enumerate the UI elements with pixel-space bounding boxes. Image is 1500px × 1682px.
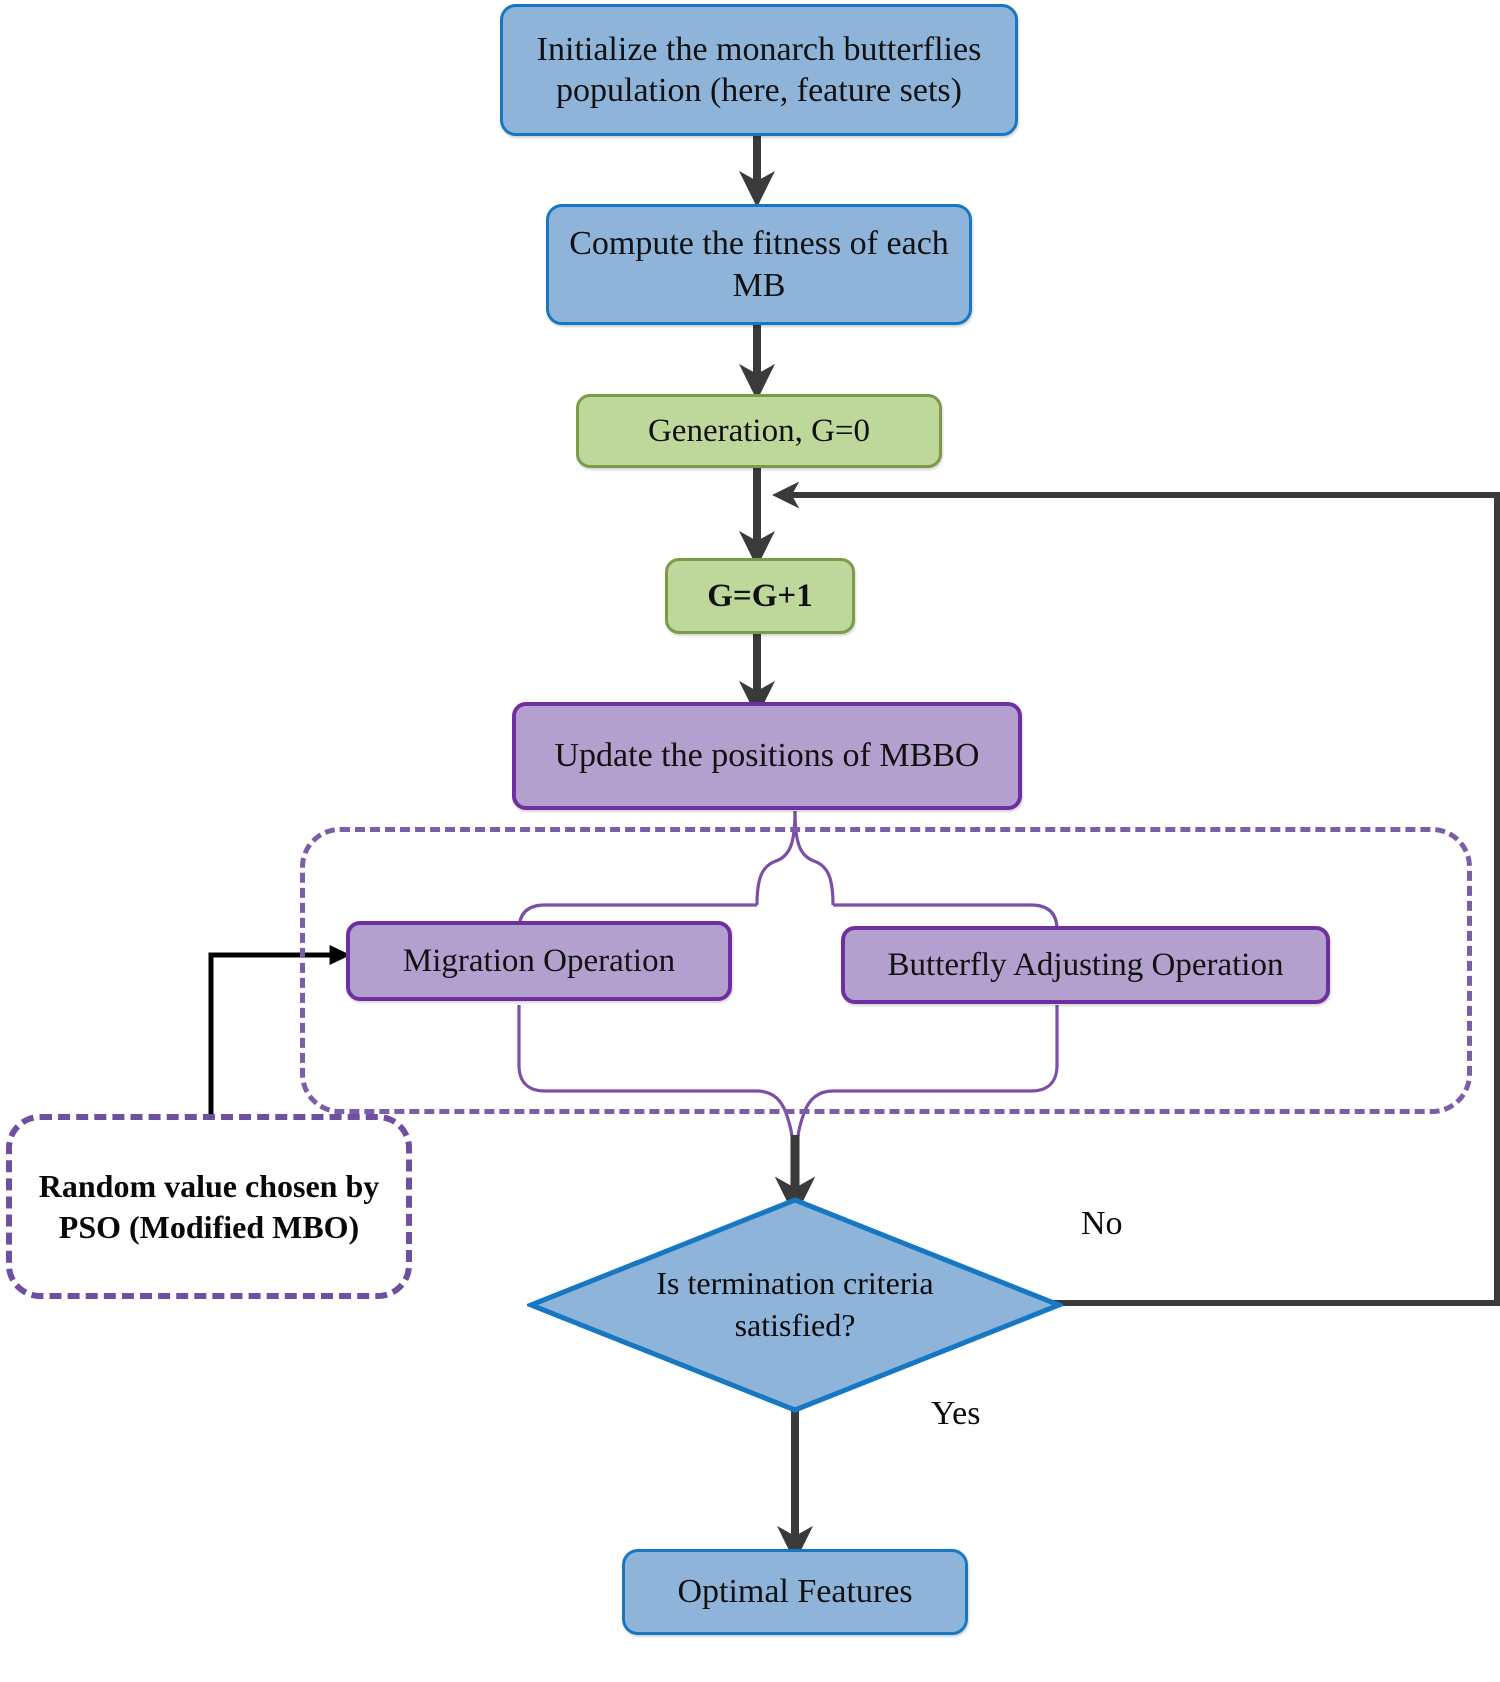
edge-label-yes: Yes <box>931 1395 981 1432</box>
node-initialize-population[interactable]: Initialize the monarch butterflies popul… <box>500 4 1018 136</box>
node-migration-operation[interactable]: Migration Operation <box>346 921 732 1001</box>
node-update-positions[interactable]: Update the positions of MBBO <box>512 702 1022 810</box>
node-butterfly-adjusting-operation[interactable]: Butterfly Adjusting Operation <box>841 926 1330 1004</box>
node-compute-fitness[interactable]: Compute the fitness of each MB <box>546 204 972 325</box>
node-termination-decision[interactable]: Is termination criteria satisfied? <box>527 1196 1063 1414</box>
node-migration-operation-label: Migration Operation <box>402 942 676 979</box>
node-generation-zero-label: Generation, G=0 <box>647 412 871 449</box>
node-optimal-features-label: Optimal Features <box>677 1573 913 1611</box>
node-compute-fitness-label: Compute the fitness of each MB <box>569 225 949 304</box>
node-generation-zero[interactable]: Generation, G=0 <box>576 394 942 468</box>
node-generation-increment[interactable]: G=G+1 <box>665 558 855 634</box>
node-pso-random-value-note[interactable]: Random value chosen by PSO (Modified MBO… <box>6 1114 412 1299</box>
node-initialize-population-label: Initialize the monarch butterflies popul… <box>536 30 982 109</box>
edge-label-no: No <box>1081 1205 1123 1242</box>
node-butterfly-adjusting-operation-label: Butterfly Adjusting Operation <box>887 946 1284 983</box>
node-pso-random-value-note-label: Random value chosen by PSO (Modified MBO… <box>38 1167 380 1245</box>
node-update-positions-label: Update the positions of MBBO <box>554 737 980 775</box>
diamond-shape <box>527 1197 1063 1413</box>
node-generation-increment-label: G=G+1 <box>707 577 813 614</box>
node-optimal-features[interactable]: Optimal Features <box>622 1549 968 1635</box>
